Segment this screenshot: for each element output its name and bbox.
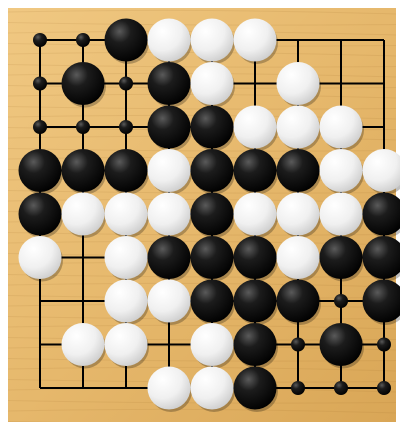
black-stone-body (33, 120, 47, 134)
white-stone-body (191, 19, 234, 62)
white-stone-body (148, 367, 191, 410)
black-stone-body (234, 280, 277, 323)
black-stone-body (234, 367, 277, 410)
small-black-stone[interactable] (334, 381, 348, 395)
black-stone-body (19, 149, 62, 192)
black-stone-body (334, 294, 348, 308)
small-black-stone[interactable] (76, 120, 90, 134)
black-stone-body (191, 106, 234, 149)
black-stone-body (377, 338, 391, 352)
black-stone-body (62, 149, 105, 192)
white-stone-body (320, 193, 363, 236)
white-stone-body (19, 236, 62, 279)
white-stone-body (234, 19, 277, 62)
black-stone-body (76, 33, 90, 47)
black-stone-body (377, 381, 391, 395)
small-black-stone[interactable] (377, 338, 391, 352)
white-stone-body (148, 280, 191, 323)
black-stone-body (119, 120, 133, 134)
black-stone-body (234, 236, 277, 279)
black-stone-body (148, 62, 191, 105)
small-black-stone[interactable] (33, 120, 47, 134)
black-stone-body (277, 280, 320, 323)
black-stone-body (62, 62, 105, 105)
small-black-stone[interactable] (291, 338, 305, 352)
small-black-stone[interactable] (33, 33, 47, 47)
white-stone-body (148, 149, 191, 192)
black-stone-body (291, 338, 305, 352)
black-stone-body (191, 236, 234, 279)
white-stone-body (320, 106, 363, 149)
white-stone-body (105, 280, 148, 323)
white-stone-body (62, 193, 105, 236)
black-stone-body (191, 149, 234, 192)
black-stone-body (334, 381, 348, 395)
black-stone-body (320, 236, 363, 279)
black-stone-body (33, 77, 47, 91)
black-stone-body (148, 106, 191, 149)
black-stone-body (105, 19, 148, 62)
small-black-stone[interactable] (377, 381, 391, 395)
black-stone-body (191, 193, 234, 236)
black-stone-body (320, 323, 363, 366)
small-black-stone[interactable] (291, 381, 305, 395)
white-stone-body (191, 367, 234, 410)
black-stone-body (234, 149, 277, 192)
small-black-stone[interactable] (334, 294, 348, 308)
black-stone-body (33, 33, 47, 47)
white-stone-body (148, 193, 191, 236)
white-stone-body (148, 19, 191, 62)
black-stone-body (277, 149, 320, 192)
white-stone-body (105, 193, 148, 236)
white-stone-body (234, 193, 277, 236)
small-black-stone[interactable] (119, 77, 133, 91)
black-stone-body (191, 280, 234, 323)
white-stone-body (105, 323, 148, 366)
white-stone-body (277, 106, 320, 149)
black-stone-body (291, 381, 305, 395)
black-stone-body (148, 236, 191, 279)
white-stone-body (277, 193, 320, 236)
white-stone-body (320, 149, 363, 192)
black-stone-body (19, 193, 62, 236)
black-stone-body (105, 149, 148, 192)
white-stone-body (234, 106, 277, 149)
small-black-stone[interactable] (119, 120, 133, 134)
white-stone-body (62, 323, 105, 366)
white-stone-body (105, 236, 148, 279)
white-stone-body (191, 62, 234, 105)
black-stone-body (234, 323, 277, 366)
white-stone-body (277, 236, 320, 279)
white-stone-body (277, 62, 320, 105)
small-black-stone[interactable] (76, 33, 90, 47)
black-stone-body (119, 77, 133, 91)
black-stone-body (76, 120, 90, 134)
white-stone-body (191, 323, 234, 366)
small-black-stone[interactable] (33, 77, 47, 91)
